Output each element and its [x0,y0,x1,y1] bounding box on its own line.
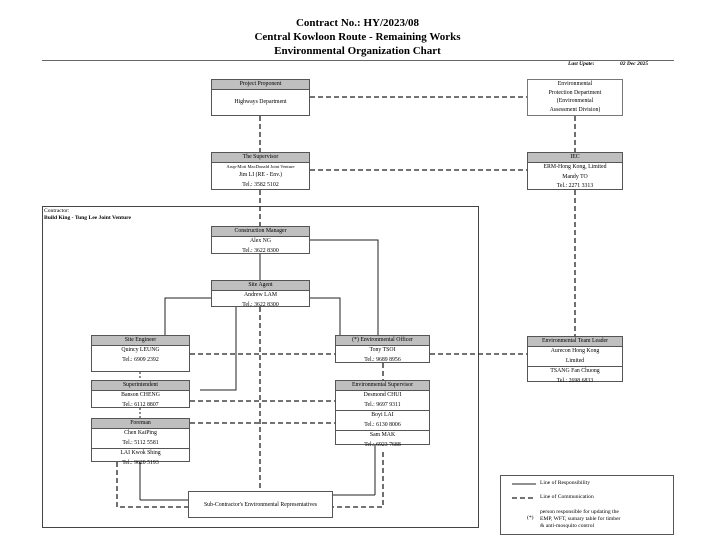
sa-to-eo-line [310,297,341,335]
box-title: Foreman [92,419,189,429]
chart-title: Environmental Organization Chart [274,45,441,57]
box-line: Arup-Mott MacDonald Joint Venture [226,164,295,169]
contractor-label: Contractor: Build King - Tung Lee Joint … [44,208,131,222]
cm-to-eo-line [310,239,379,335]
update-date: 02 Dec 2025 [620,61,649,67]
environmental-officer-box: (*) Environmental Officer Tony TSOI Tel.… [335,335,430,363]
sa-to-superintendent-line [200,307,237,391]
legend-note: person responsible for updating the EMP,… [540,509,620,531]
box-line: Andrew LAM [243,292,277,298]
box-line: Tel.: 5112 5581 [122,439,159,446]
box-title: Superintendent [92,381,189,391]
superintendent-box: Superintendent Banson CHENG Tel.: 6112 8… [91,380,190,408]
box-line: Boyi LAI [336,410,429,421]
env-team-leader-box: Environmental Team Leader Aurecon Hong K… [527,336,623,384]
box-line: Tel.: 6112 8807 [122,401,159,408]
box-title: Environmental Supervisor [336,381,429,391]
box-title: Site Engineer [92,336,189,346]
box-line: LAI Kwok Shing [92,448,189,459]
box-line: Tel.: 3622 8300 [242,301,279,308]
box-line: Tel.: 3582 5102 [242,181,279,188]
header-rule [42,60,674,61]
box-line: Tel.: 2698 6833 [556,377,594,384]
box-line: Sam MAK [336,430,429,441]
box-line: Environmental [557,81,593,87]
project-proponent-box: Project Proponent Highways Department [211,79,310,116]
box-line: Banson CHENG [121,392,160,398]
box-title: The Supervisor [212,153,309,163]
subcontractor-box: Sub-Contractor's Environmental Represent… [188,491,333,518]
update-label: Last Upate: [568,61,595,67]
box-line: Chen KaiPing [124,430,157,436]
foreman-box: Foreman Chen KaiPing Tel.: 5112 5581 LAI… [91,418,190,466]
epd-box: Environmental Protection Department (Env… [527,79,623,116]
box-line: Tel.: 9620 5193 [122,459,159,466]
box-line: Tel.: 6923 7688 [364,441,401,448]
box-line: Tel.: 3622 8300 [242,247,279,254]
box-line: (Environmental [556,98,594,104]
box-line: Highways Department [234,99,287,105]
box-line: TSANG Fan Chuong [528,366,622,377]
iec-box: IEC ERM-Hong Kong, Limited Mandy TO Tel.… [527,152,623,190]
box-line: Alex NG [249,238,272,244]
legend [500,475,674,535]
box-line: Tel.: 9689 8956 [364,356,401,363]
contractor-name: Build King - Tung Lee Joint Venture [44,215,131,221]
site-engineer-box: Site Engineer Quincy LEUNG Tel.: 6909 23… [91,335,190,372]
box-line: Jim LI (RE - Env.) [238,172,283,178]
construction-manager-box: Construction Manager Alex NG Tel.: 3622 … [211,226,310,254]
box-line: Tel.: 2271 3313 [556,183,594,189]
box-line: Sub-Contractor's Environmental Represent… [203,502,318,508]
box-title: Site Agent [212,281,309,291]
box-title: Environmental Team Leader [528,337,622,347]
box-line: Aurecon Hong Kong [550,348,600,354]
legend-communication: Line of Communication [540,494,594,500]
legend-note-line: EMP, WFT, sumary table for timber [540,516,621,523]
box-line: Assessment Division) [549,106,601,113]
box-title: (*) Environmental Officer [336,336,429,346]
site-agent-box: Site Agent Andrew LAM Tel.: 3622 8300 [211,280,310,308]
box-line: Desmond CHUI [363,392,402,398]
box-line: Tel.: 6130 8006 [364,421,401,428]
box-line: Quincy LEUNG [121,347,160,353]
project-name: Central Kowloon Route - Remaining Works [254,31,461,43]
box-line: ERM-Hong Kong, Limited [543,164,607,170]
box-line: Tony TSOI [369,347,396,353]
legend-note-line: & anti-mosquito control [540,523,595,530]
box-title: Project Proponent [212,80,309,90]
box-line: Tel.: 9697 9311 [364,401,401,408]
box-line: Protection Department [548,89,602,96]
environmental-supervisor-box: Environmental Supervisor Desmond CHUI Te… [335,380,430,448]
contract-number: Contract No.: HY/2023/08 [295,17,420,29]
contractor-caption: Contractor: [44,208,70,214]
box-line: Tel.: 6909 2392 [122,356,159,363]
es-sub-dash [333,452,384,508]
box-title: IEC [528,153,622,163]
foreman-sub-dash [116,462,188,508]
legend-note-line: person responsible for updating the [540,509,619,515]
legend-star: (*) [527,515,534,521]
box-line: Mandy TO [562,173,588,180]
box-title: Construction Manager [212,227,309,237]
supervisor-box: The Supervisor Arup-Mott MacDonald Joint… [211,152,310,190]
sa-to-se-line [164,297,212,335]
legend-responsibility: Line of Responsibility [540,480,591,486]
box-line: Limited [565,357,585,364]
